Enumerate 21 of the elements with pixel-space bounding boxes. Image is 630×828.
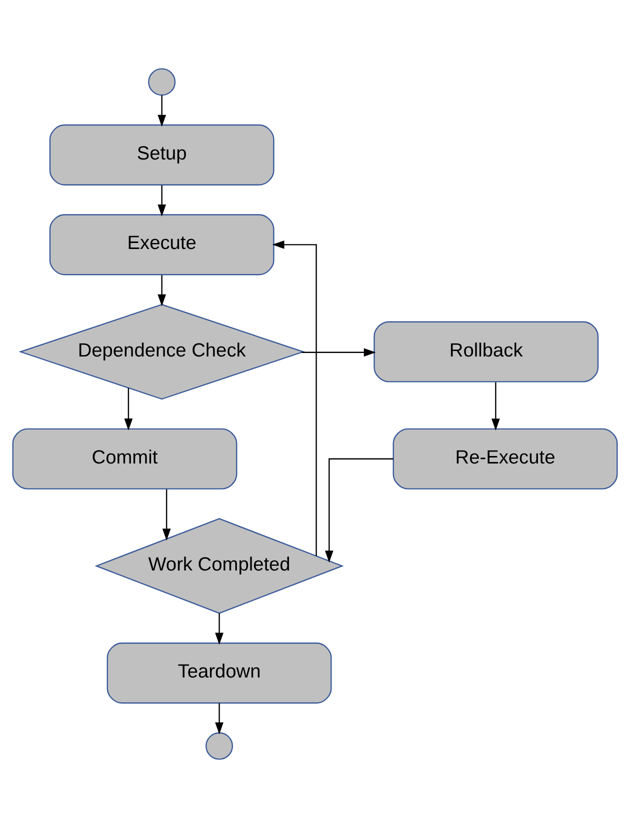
arrow: [302, 348, 376, 357]
arrow: [162, 489, 171, 541]
node-box: Rollback: [374, 321, 599, 382]
node-diamond: Dependence Check: [18, 304, 306, 400]
node-box: Re-Execute: [392, 428, 618, 490]
node-circle: [148, 68, 176, 96]
node-box: Commit: [12, 428, 238, 490]
arrow: [492, 382, 500, 431]
arrow: [215, 613, 224, 645]
node-diamond: Work Completed: [94, 518, 344, 614]
node-box: Teardown: [106, 642, 332, 704]
arrow: [324, 458, 394, 563]
arrow: [215, 703, 224, 734]
arrow: [158, 185, 166, 216]
arrow: [272, 240, 317, 556]
arrow: [124, 388, 133, 431]
arrow: [158, 95, 166, 127]
node-box: Setup: [49, 124, 274, 186]
arrow: [158, 275, 166, 306]
node-box: Execute: [49, 214, 274, 276]
node-circle: [206, 732, 234, 760]
